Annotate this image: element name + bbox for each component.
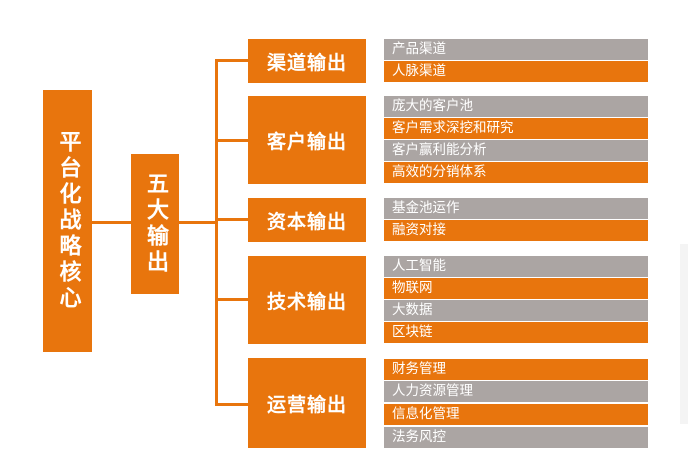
root-node-label: 平台化战略核心 [55, 130, 81, 312]
list-item: 产品渠道 [384, 39, 648, 60]
list-item: 信息化管理 [384, 404, 648, 425]
list-item: 财务管理 [384, 359, 648, 380]
list-item: 区块链 [384, 322, 648, 343]
branch-line-3 [215, 218, 248, 221]
branch-line-4 [215, 298, 248, 301]
branch-line-1 [215, 59, 248, 62]
list-item: 人力资源管理 [384, 381, 648, 402]
category-node-operation: 运营输出 [248, 358, 366, 448]
list-item: 大数据 [384, 300, 648, 321]
list-item: 法务风控 [384, 427, 648, 448]
background-strip [680, 244, 688, 424]
branch-line-5 [215, 403, 248, 406]
category-node-customer: 客户输出 [248, 96, 366, 184]
list-item: 客户赢利能分析 [384, 140, 648, 161]
list-item: 融资对接 [384, 220, 648, 241]
hub-node-label: 五大输出 [143, 172, 168, 276]
connector-hub-trunk [179, 221, 217, 224]
list-item: 基金池运作 [384, 198, 648, 219]
category-label: 资本输出 [266, 210, 347, 233]
category-label: 技术输出 [266, 290, 347, 313]
connector-root-hub [92, 221, 131, 224]
category-label: 运营输出 [266, 393, 347, 416]
list-item: 人工智能 [384, 256, 648, 277]
category-label: 渠道输出 [266, 51, 347, 74]
category-node-channel: 渠道输出 [248, 39, 366, 83]
root-node: 平台化战略核心 [43, 90, 92, 352]
category-label: 客户输出 [266, 130, 347, 153]
list-item: 客户需求深挖和研究 [384, 118, 648, 139]
hub-node: 五大输出 [131, 154, 179, 294]
branch-line-2 [215, 139, 248, 142]
list-item: 庞大的客户池 [384, 96, 648, 117]
list-item: 物联网 [384, 278, 648, 299]
category-node-capital: 资本输出 [248, 198, 366, 242]
list-item: 人脉渠道 [384, 61, 648, 82]
list-item: 高效的分销体系 [384, 162, 648, 183]
trunk-line [215, 59, 218, 406]
category-node-technology: 技术输出 [248, 256, 366, 344]
